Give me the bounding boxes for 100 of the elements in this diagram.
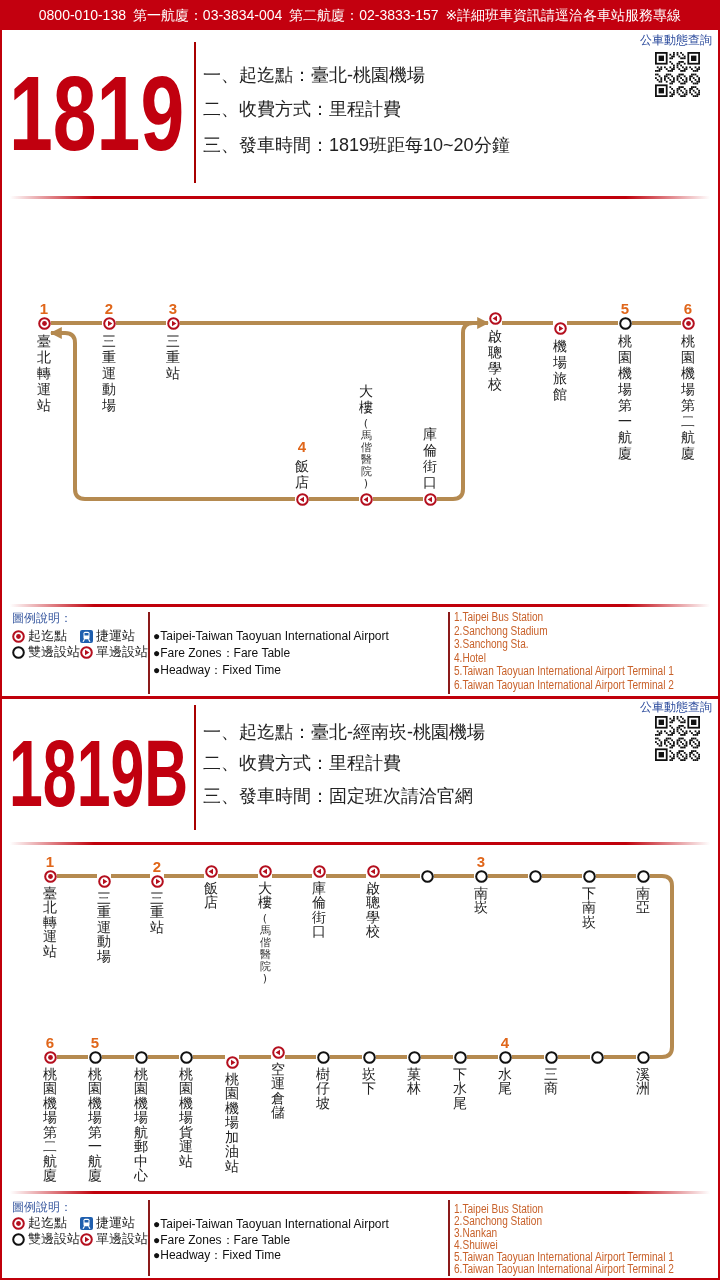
route-line (632, 321, 681, 325)
route-line (326, 874, 366, 878)
route-line (650, 874, 674, 1059)
stop-name: 南崁 (474, 885, 488, 915)
stop-name: 大樓 (359, 382, 373, 415)
route-line (218, 874, 258, 878)
route-line (49, 327, 295, 501)
stop-name-translation: 3.Nankan (454, 1227, 498, 1240)
route-info-text: 一、起迄點：臺北-經南崁-桃園機場 (203, 721, 485, 744)
route-line (57, 874, 97, 878)
legend-label: 起迄點 (28, 1216, 67, 1230)
legend-label: 起迄點 (28, 629, 67, 643)
stop-name-translation: 1.Taipei Bus Station (454, 1203, 544, 1216)
stop-number: 2 (104, 299, 114, 317)
contact-info-text: 0800-010-138 第一航廈：03-3834-004 第二航廈：02-3833-157 ※詳細班車資訊請逕洽各車站服務專線 (38, 6, 682, 24)
stop-name: 臺北轉運站 (43, 885, 57, 958)
stop-number: 5 (620, 299, 630, 317)
stop-name: 桃園機場第一航廈 (618, 332, 632, 461)
route-line (421, 1055, 453, 1059)
stop-name: 啟聰學校 (488, 327, 502, 392)
route-line (102, 1055, 134, 1059)
stop-name: 桃園機場航郵中心 (134, 1066, 148, 1183)
route-info-text: 三、發車時間：1819班距每10~20分鐘 (203, 134, 510, 157)
stop-number: 1 (39, 299, 49, 317)
stop-name: 桃園機場貨運站 (179, 1066, 193, 1168)
route-line (467, 1055, 498, 1059)
route-line (512, 1055, 544, 1059)
route-line (488, 874, 528, 878)
route-line (239, 1055, 271, 1059)
route-line (193, 1055, 225, 1059)
route-line (437, 321, 488, 501)
stop-name: 機場旅館 (553, 337, 567, 402)
stop-number: 5 (90, 1033, 100, 1051)
route-line (567, 321, 618, 325)
stop-number: 3 (168, 299, 178, 317)
stop-name: 庫倫街口 (423, 425, 437, 490)
stop-name: 桃園機場第二航廈 (43, 1066, 57, 1183)
route-line (164, 874, 204, 878)
route-note-text: ●Fare Zones：Fare Table (153, 645, 291, 661)
route-line (380, 874, 420, 878)
route-note-text: ●Headway：Fixed Time (153, 662, 281, 678)
stop-number: 3 (476, 852, 486, 870)
route-line (434, 874, 474, 878)
route-line (330, 1055, 362, 1059)
route-note-text: ●Headway：Fixed Time (153, 1247, 281, 1263)
route-note-text: ●Taipei-Taiwan Taoyuan International Airport (153, 1216, 389, 1232)
legend-label: 捷運站 (96, 1216, 135, 1230)
legend-title: 圖例說明： (12, 611, 72, 625)
route-line (502, 321, 553, 325)
qr-caption: 公車動態查詢 (640, 33, 712, 47)
route-line (111, 874, 150, 878)
route-line (148, 1055, 179, 1059)
route-line (272, 874, 312, 878)
legend-label: 捷運站 (96, 629, 135, 643)
stop-number: 6 (683, 299, 693, 317)
stop-number: 4 (500, 1033, 510, 1051)
route-line (596, 874, 636, 878)
stop-name-translation: 4.Hotel (454, 651, 486, 665)
route-line (51, 321, 102, 325)
stop-name: 大樓 (258, 880, 272, 910)
route-line (116, 321, 166, 325)
stop-name-translation: 5.Taiwan Taoyuan International Airport Terminal 1 (454, 1251, 674, 1264)
stop-name: 啟聰學校 (366, 880, 380, 939)
legend-label: 雙邊設站 (28, 1232, 80, 1246)
stop-name: 臺北轉運站 (37, 332, 51, 413)
legend-label: 雙邊設站 (28, 645, 80, 659)
route-info-text: 三、發車時間：固定班次請洽官網 (203, 785, 473, 808)
stop-name: 三重站 (166, 332, 180, 381)
stop-name: 庫倫街口 (312, 880, 326, 939)
stop-name-translation: 5.Taiwan Taoyuan International Airport Terminal 1 (454, 665, 674, 679)
stop-name: 菓林 (407, 1066, 421, 1096)
stop-name-translation: 2.Sanchong Stadium (454, 624, 548, 638)
route-info-text: 二、收費方式：里程計費 (203, 98, 401, 121)
stop-name: 南亞 (636, 885, 650, 915)
stop-number: 1 (45, 852, 55, 870)
route-line (309, 497, 359, 501)
stop-name: 溪洲 (636, 1066, 650, 1096)
route-line (373, 497, 423, 501)
route-number: 1819 (9, 61, 185, 166)
stop-name: 桃園機場加油站 (225, 1071, 239, 1173)
route-line (285, 1055, 316, 1059)
stop-name: 空運倉儲 (271, 1061, 285, 1120)
stop-name: 下南崁 (582, 885, 596, 929)
route-number: 1819B (9, 726, 189, 821)
route-line (558, 1055, 590, 1059)
stop-name: 三重運動場 (102, 332, 116, 413)
stop-subname: (馬偕醫院) (360, 417, 372, 490)
stop-name: 桃園機場第二航廈 (681, 332, 695, 461)
stop-name: 水尾 (498, 1066, 512, 1096)
stop-number: 2 (152, 857, 162, 875)
stop-name: 樹仔坡 (316, 1066, 330, 1110)
stop-subname: (馬偕醫院) (259, 912, 271, 985)
stop-name-translation: 3.Sanchong Sta. (454, 638, 529, 652)
stop-number: 6 (45, 1033, 55, 1051)
legend-title: 圖例說明： (12, 1200, 72, 1214)
route-line (604, 1055, 636, 1059)
route-line (376, 1055, 407, 1059)
stop-name-translation: 6.Taiwan Taoyuan International Airport Terminal 2 (454, 679, 674, 692)
stop-name: 下水尾 (453, 1066, 467, 1110)
stop-name: 三商 (544, 1066, 558, 1096)
